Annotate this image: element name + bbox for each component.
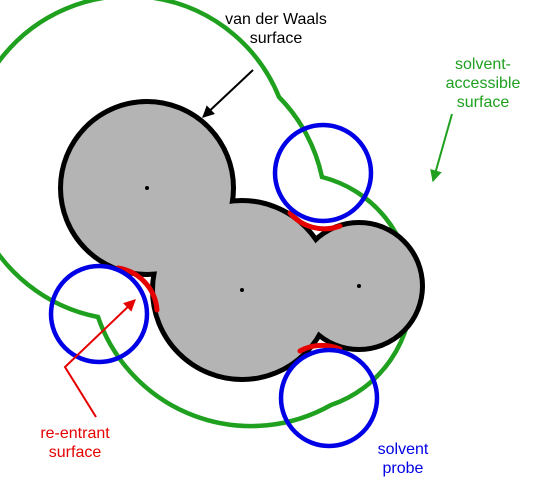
label-reentrant-surface: re-entrant surface: [20, 424, 130, 462]
reentrant-arc-left: [115, 265, 160, 313]
reentrant-arc-bottom: [297, 342, 343, 354]
label-reentrant-line1: re-entrant: [40, 425, 110, 442]
label-vdw-line2: surface: [249, 30, 303, 47]
label-van-der-waals-surface: van der Waals surface: [214, 10, 338, 48]
label-probe-line2: probe: [382, 460, 424, 477]
label-solvent-probe: solvent probe: [361, 440, 445, 478]
solvent-probe-top: [272, 122, 374, 224]
label-solvent-accessible-surface: solvent- accessible surface: [430, 55, 536, 112]
label-probe-line1: solvent: [377, 441, 429, 458]
label-sas-line3: surface: [456, 94, 510, 111]
atom-center-dot: [357, 284, 361, 288]
atom-center-dot: [240, 288, 244, 292]
atom-center-dot: [145, 186, 149, 190]
label-reentrant-line2: surface: [48, 444, 102, 461]
label-vdw-line1: van der Waals: [225, 11, 327, 28]
label-sas-line1: solvent-: [454, 56, 512, 73]
reentrant-pointer-arrow: [63, 299, 136, 418]
sas-pointer-arrow: [430, 113, 453, 183]
van-der-waals-surface: [58, 99, 425, 382]
vdw-pointer-arrow: [202, 69, 254, 118]
label-sas-line2: accessible: [445, 75, 521, 92]
reentrant-arc-top: [287, 210, 343, 232]
reentrant-surface-arcs: [115, 210, 343, 354]
solvent-probes: [48, 122, 380, 449]
solvent-probe-bottom: [278, 347, 380, 449]
solvent-probe-left: [48, 263, 150, 365]
